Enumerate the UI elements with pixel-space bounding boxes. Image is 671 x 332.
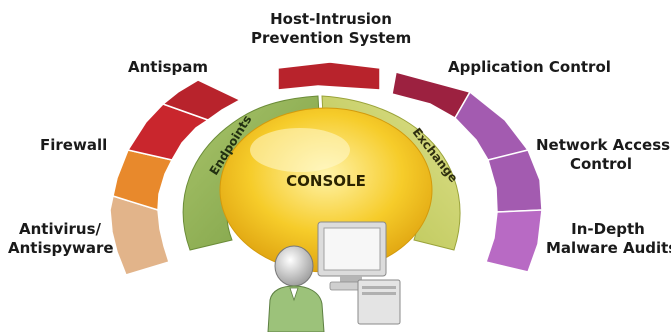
segment-antispam — [126, 103, 210, 161]
segment-firewall — [112, 149, 174, 211]
console-label: CONSOLE — [286, 172, 366, 190]
label-application-control: Application Control — [448, 58, 611, 76]
segment-hips-top — [277, 61, 381, 91]
segment-antivirus — [109, 195, 170, 276]
label-antivirus: Antivirus/ Antispyware — [8, 220, 114, 257]
segment-malware — [485, 209, 543, 273]
label-hips: Host-Intrusion Prevention System — [251, 10, 412, 47]
outer-ring — [109, 61, 543, 276]
segment-hips — [161, 79, 242, 121]
segment-nac-lower — [487, 149, 543, 213]
segment-appcontrol — [391, 71, 472, 120]
label-antispam: Antispam — [128, 58, 209, 76]
user-at-computer-icon — [267, 221, 401, 332]
segment-nac — [454, 90, 530, 161]
label-firewall: Firewall — [40, 136, 108, 154]
label-network-access-control: Network Access Control — [536, 136, 671, 173]
console-highlight — [250, 128, 350, 172]
label-malware-audits: In-Depth Malware Audits — [546, 220, 671, 257]
